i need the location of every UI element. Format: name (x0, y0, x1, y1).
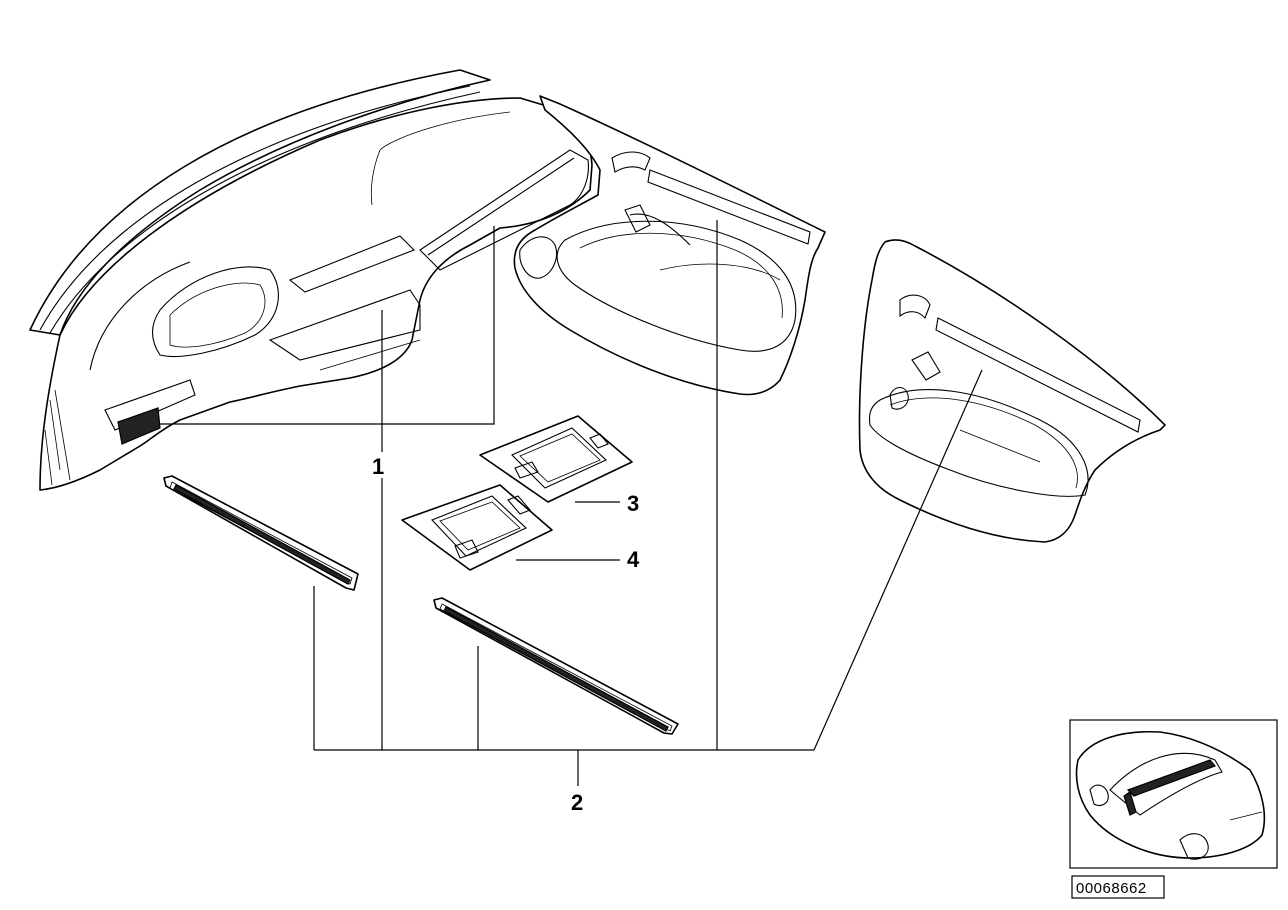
console-trim-4 (401, 484, 553, 571)
callout-1: 1 (372, 454, 384, 479)
callout-3: 3 (627, 491, 639, 516)
left-trim-strip (163, 475, 359, 591)
callout-2: 2 (571, 790, 583, 815)
dashboard-part (29, 69, 593, 491)
center-trim-strip (433, 597, 679, 735)
front-door-panel (513, 95, 826, 396)
diagram-id-box (1071, 875, 1165, 899)
callout-4: 4 (627, 547, 640, 572)
rear-door-panel (858, 239, 1166, 543)
reference-car-inset (1069, 719, 1278, 869)
console-trim-3 (479, 415, 633, 503)
leader-lines (160, 220, 983, 786)
diagram-id: 00068662 (1076, 880, 1147, 897)
